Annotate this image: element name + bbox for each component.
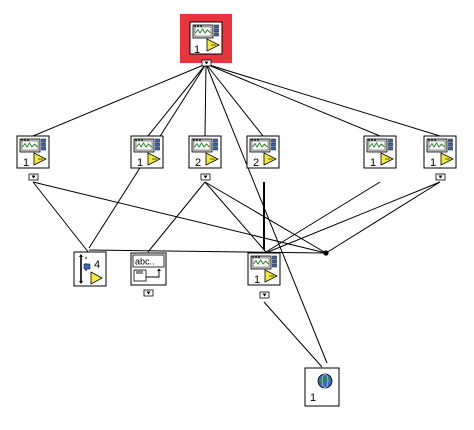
center-subvi-node[interactable]: 1 xyxy=(247,252,281,286)
node-label: 1 xyxy=(430,157,436,169)
top-level-vi-node[interactable]: 1 xyxy=(180,14,232,63)
node-label: 1 xyxy=(310,392,316,404)
expander-icon[interactable] xyxy=(28,173,39,181)
slider-vi-node[interactable]: 4 xyxy=(73,251,107,287)
node-label: 1 xyxy=(194,44,200,56)
subvi-node-4[interactable]: 2 xyxy=(246,135,280,169)
subvi-node-5[interactable]: 1 xyxy=(363,135,397,169)
node-label: 1 xyxy=(370,157,376,169)
subvi-node-1[interactable]: 1 xyxy=(16,135,50,169)
expander-icon[interactable] xyxy=(201,59,212,67)
string-label: abc.. xyxy=(135,257,155,267)
expander-icon[interactable] xyxy=(259,291,270,299)
connection-wires xyxy=(32,63,441,368)
node-label: 4 xyxy=(94,259,100,271)
globe-vi-node[interactable]: 1 xyxy=(304,367,340,407)
node-label: 2 xyxy=(195,157,201,169)
string-file-vi-node[interactable]: abc.. xyxy=(130,252,167,286)
subvi-node-3[interactable]: 2 xyxy=(188,135,222,169)
wire-junction-dot xyxy=(323,250,329,256)
node-label: 1 xyxy=(137,157,143,169)
node-label: 1 xyxy=(23,157,29,169)
globe-icon xyxy=(317,373,333,389)
subvi-node-2[interactable]: 1 xyxy=(130,135,164,169)
expander-icon[interactable] xyxy=(435,173,446,181)
node-label: 2 xyxy=(253,157,259,169)
node-label: 1 xyxy=(254,274,260,286)
expander-icon[interactable] xyxy=(200,173,211,181)
subvi-node-6[interactable]: 1 xyxy=(423,135,457,169)
expander-icon[interactable] xyxy=(143,289,154,297)
